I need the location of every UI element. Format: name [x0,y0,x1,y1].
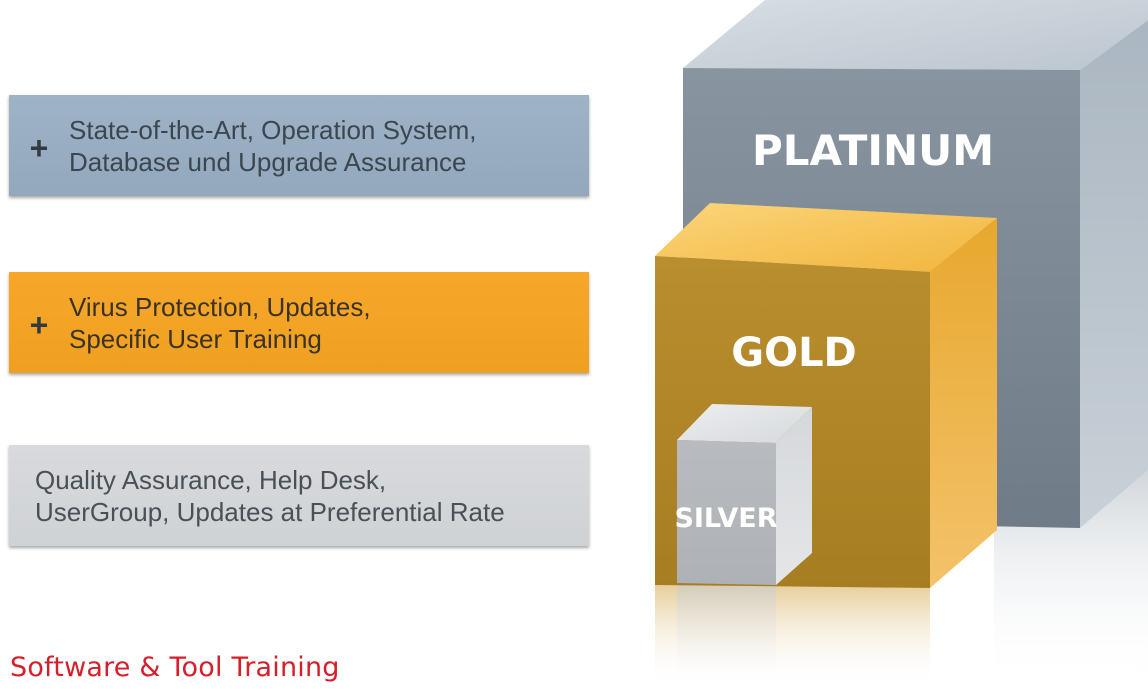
platinum-feature-line1: State-of-the-Art, Operation System, [69,114,477,145]
tier-cubes-illustration: PLATINUM GOLD SILVER [655,0,1148,689]
platinum-feature-text: State-of-the-Art, Operation System, Data… [69,114,477,178]
gold-feature-line2: Specific User Training [69,323,322,354]
silver-cube-label: SILVER [674,503,777,534]
gold-feature-text: Virus Protection, Updates, Specific User… [69,291,371,355]
platinum-feature-bar: + State-of-the-Art, Operation System, Da… [9,95,589,196]
silver-feature-text: Quality Assurance, Help Desk, UserGroup,… [9,464,505,528]
platinum-feature-line2: Database und Upgrade Assurance [69,146,467,177]
plus-icon: + [29,306,49,343]
plus-icon: + [29,129,49,166]
gold-feature-bar: + Virus Protection, Updates, Specific Us… [9,272,589,373]
footer-title: Software & Tool Training [10,652,340,683]
silver-feature-line1: Quality Assurance, Help Desk, [35,464,387,495]
silver-feature-line2: UserGroup, Updates at Preferential Rate [35,496,505,527]
gold-cube-label: GOLD [731,330,857,376]
silver-cube: SILVER [674,404,812,585]
silver-feature-bar: Quality Assurance, Help Desk, UserGroup,… [9,445,589,546]
gold-feature-line1: Virus Protection, Updates, [69,291,371,322]
platinum-cube-label: PLATINUM [752,126,994,175]
